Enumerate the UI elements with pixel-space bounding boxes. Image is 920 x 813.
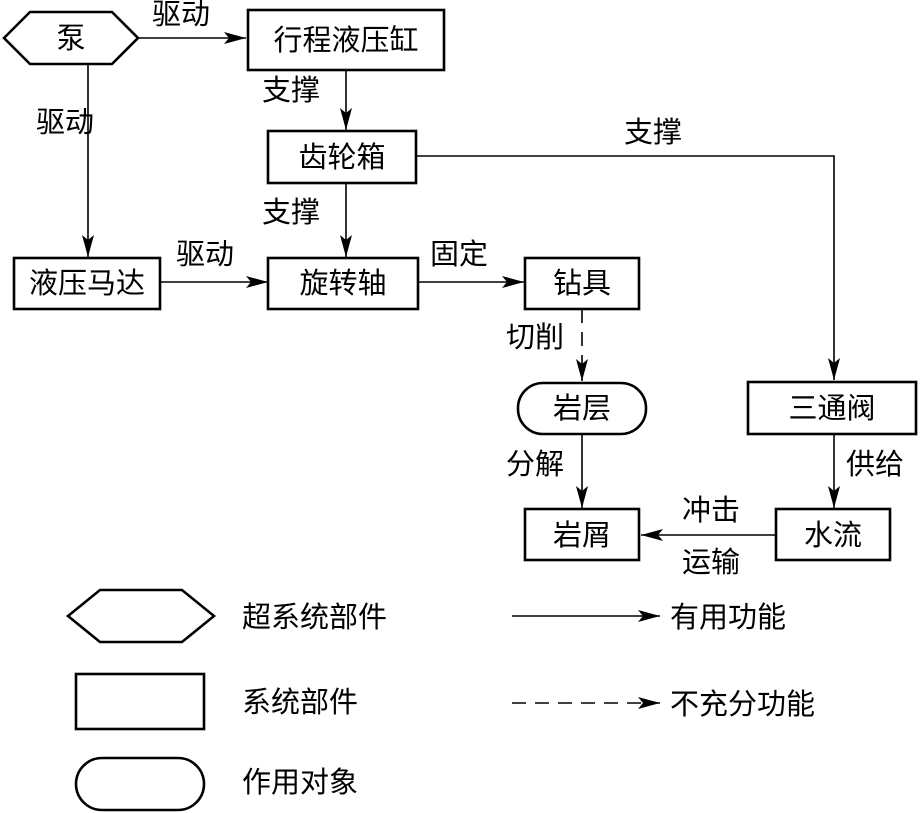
label-valve-supplies-water: 供给 <box>846 447 904 481</box>
legend-useful-label: 有用功能 <box>670 600 786 634</box>
node-stroke-cylinder-label: 行程液压缸 <box>273 23 418 57</box>
edge-gearbox-to-valve <box>416 155 840 380</box>
legend-insufficient-label: 不充分功能 <box>670 687 815 721</box>
edge-labels: 驱动 驱动 支撑 支撑 支撑 驱动 固定 切削 分解 供给 冲击 运输 <box>36 0 904 579</box>
node-hydraulic-motor-label: 液压马达 <box>29 266 145 300</box>
node-gearbox: 齿轮箱 <box>266 129 418 185</box>
node-rock-layer: 岩层 <box>516 381 648 436</box>
label-rock-decomposes-debris: 分解 <box>506 447 564 481</box>
node-stroke-cylinder: 行程液压缸 <box>246 8 446 72</box>
node-pump-label: 泵 <box>56 21 85 55</box>
legend-hexagon-symbol <box>65 588 217 644</box>
node-gearbox-label: 齿轮箱 <box>298 140 385 174</box>
label-motor-drives-shaft: 驱动 <box>176 237 234 271</box>
legend-rectangle-symbol <box>74 672 206 731</box>
label-gearbox-supports-valve: 支撑 <box>624 115 682 149</box>
node-rock-layer-label: 岩层 <box>553 391 611 425</box>
label-water-impacts-debris: 冲击 <box>682 493 740 527</box>
node-drill-label: 钻具 <box>553 266 611 300</box>
node-rotary-shaft-label: 旋转轴 <box>299 266 386 300</box>
label-drill-cuts-rock: 切削 <box>506 320 564 354</box>
node-drill: 钻具 <box>523 256 641 311</box>
node-rock-debris: 岩屑 <box>523 507 641 562</box>
node-rotary-shaft: 旋转轴 <box>266 256 420 311</box>
node-pump: 泵 <box>2 10 140 66</box>
legend-object-label: 作用对象 <box>242 765 358 799</box>
label-gearbox-supports-shaft: 支撑 <box>262 195 320 229</box>
label-pump-drives-cylinder: 驱动 <box>152 0 210 31</box>
label-pump-drives-motor: 驱动 <box>36 105 94 139</box>
node-hydraulic-motor: 液压马达 <box>12 256 162 311</box>
edges <box>82 32 840 541</box>
node-rock-debris-label: 岩屑 <box>553 518 611 552</box>
node-water-flow: 水流 <box>774 507 892 562</box>
label-cylinder-supports-gearbox: 支撑 <box>262 73 320 107</box>
legend-rounded-symbol <box>74 756 206 812</box>
node-three-way-valve-label: 三通阀 <box>788 391 875 425</box>
label-water-transports-debris: 运输 <box>682 545 740 579</box>
node-water-flow-label: 水流 <box>804 518 862 552</box>
node-three-way-valve: 三通阀 <box>746 380 918 436</box>
label-shaft-fixes-drill: 固定 <box>430 237 488 271</box>
legend-system-label: 系统部件 <box>242 685 358 719</box>
legend-supersystem-label: 超系统部件 <box>242 600 387 634</box>
legend: 超系统部件 系统部件 作用对象 有用功能 不充分功能 <box>65 588 815 812</box>
